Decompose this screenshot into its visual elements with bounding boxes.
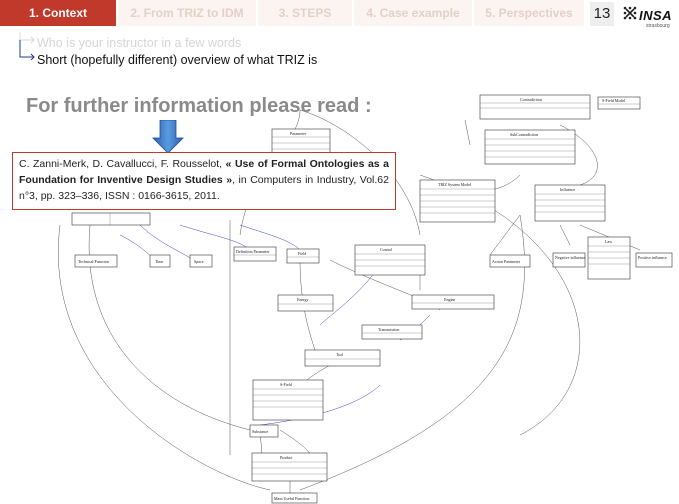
svg-text:Parameter: Parameter — [290, 131, 307, 136]
outline-arrows-icon — [19, 32, 35, 60]
svg-text:Tool: Tool — [336, 352, 344, 357]
svg-text:S-Field: S-Field — [280, 382, 292, 387]
logo-mark-icon — [623, 6, 637, 20]
citation-authors: C. Zanni-Merk, D. Cavallucci, F. Roussel… — [19, 158, 223, 170]
ontology-diagram: .box{fill:#fff;stroke:#333;stroke-width:… — [58, 94, 673, 504]
svg-text:Main Useful Function: Main Useful Function — [274, 496, 309, 501]
svg-text:Control: Control — [380, 247, 393, 252]
svg-text:Energy: Energy — [297, 297, 308, 302]
citation-title: « Use of Formal Ontologies as a Foundati… — [19, 158, 389, 186]
further-information-heading: For further information please read : — [26, 95, 372, 117]
citation-source: , in Computers in Industry, Vol.62 n°3, … — [19, 174, 389, 202]
svg-text:Technical Function: Technical Function — [78, 259, 109, 264]
svg-text:Engine: Engine — [444, 297, 456, 302]
svg-text:Substance: Substance — [252, 429, 268, 434]
node-contradiction: Contradiction — [520, 97, 542, 102]
svg-text:SubContradiction: SubContradiction — [510, 132, 538, 137]
svg-text:Influence: Influence — [560, 187, 575, 192]
outline-item-triz-overview: Short (hopefully different) overview of … — [37, 53, 318, 67]
svg-text:Transmission: Transmission — [378, 327, 399, 332]
down-arrow-icon — [152, 120, 184, 154]
svg-text:Product: Product — [280, 455, 293, 460]
page-number: 13 — [590, 2, 614, 26]
insa-logo: INSA strasbourg — [622, 2, 676, 29]
logo-subtext: strasbourg — [646, 23, 670, 29]
tab-case-example[interactable]: 4. Case example — [354, 0, 474, 26]
svg-text:Field: Field — [298, 251, 306, 256]
svg-text:TRIZ System Model: TRIZ System Model — [438, 182, 472, 187]
svg-text:Action Parameter: Action Parameter — [492, 259, 521, 264]
tab-steps[interactable]: 3. STEPS — [258, 0, 354, 26]
svg-text:S-Field Model: S-Field Model — [602, 98, 626, 103]
svg-text:Negative influence: Negative influence — [555, 255, 586, 260]
svg-text:Law: Law — [605, 239, 612, 244]
top-navigation: 1. Context 2. From TRIZ to IDM 3. STEPS … — [0, 0, 679, 29]
svg-text:Definition Parameter: Definition Parameter — [236, 249, 270, 254]
logo-text: INSA — [639, 8, 673, 23]
tab-perspectives[interactable]: 5. Perspectives — [474, 0, 586, 26]
tab-triz-to-idm[interactable]: 2. From TRIZ to IDM — [118, 0, 258, 26]
svg-text:Space: Space — [194, 259, 204, 264]
tab-context[interactable]: 1. Context — [0, 0, 118, 26]
svg-text:Positive influence: Positive influence — [638, 255, 667, 260]
citation-box: C. Zanni-Merk, D. Cavallucci, F. Roussel… — [12, 152, 396, 210]
outline-item-instructor: Who is your instructor in a few words — [37, 36, 242, 50]
svg-text:Time: Time — [155, 259, 164, 264]
